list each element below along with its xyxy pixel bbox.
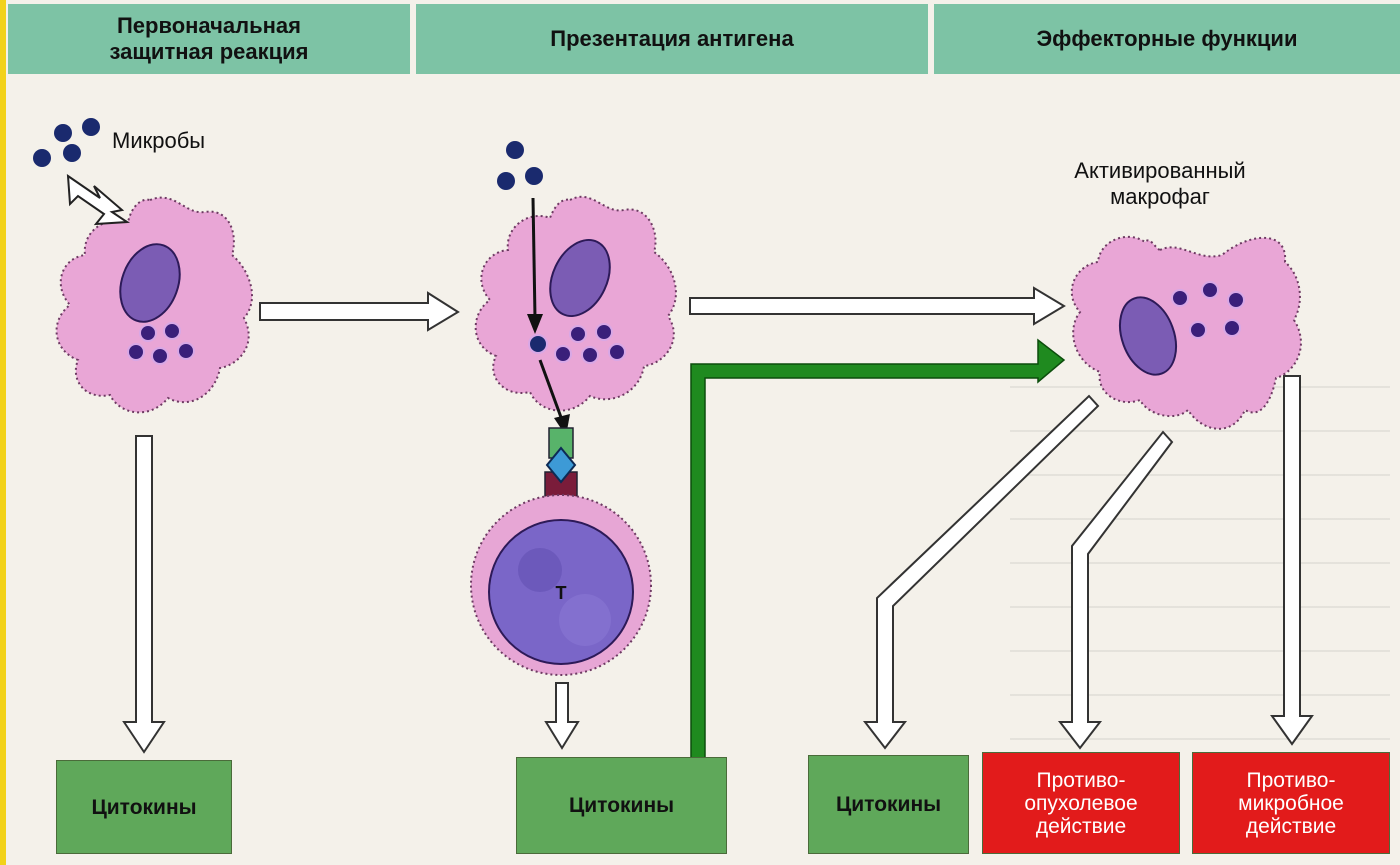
antimicrobial-box: Противо- микробное действие [1192,752,1390,854]
activated-label-line2: макрофаг [1040,184,1280,210]
antimicrobial-line2: микробное [1238,792,1344,815]
antimicrobial-line3: действие [1238,815,1344,838]
t-cell-label: T [556,583,567,603]
microbes-label: Микробы [112,128,205,154]
macrophage-initial [57,198,252,413]
cytokines-2-text: Цитокины [569,794,674,817]
t-lymphocyte: T [471,495,651,675]
cytokines-box-2: Цитокины [516,757,727,854]
activated-label-line1: Активированный [1040,158,1280,184]
antitumor-line2: опухолевое [1024,792,1137,815]
engulfed-microbe [529,335,547,353]
microbes-2 [497,141,543,190]
arrow-to-antitumor [1060,432,1172,748]
antitumor-box: Противо- опухолевое действие [982,752,1180,854]
antimicrobial-line1: Противо- [1238,769,1344,792]
macrophage-antigen-presenting [476,197,676,411]
arrow-2-to-activated [690,288,1064,324]
entry-arrow-1 [68,176,127,224]
cytokines-1-text: Цитокины [91,796,196,819]
antitumor-line1: Противо- [1024,769,1137,792]
antitumor-line3: действие [1024,815,1137,838]
cytokines-box-3: Цитокины [808,755,969,854]
arrow-1-to-2 [260,293,458,330]
arrow-to-antimicrobial [1272,376,1312,744]
activated-macrophage-label: Активированный макрофаг [1040,158,1280,210]
arrow-to-cytokines-2 [546,683,578,748]
cytokines-3-text: Цитокины [836,793,941,816]
uptake-arrow-line [533,198,535,318]
arrow-to-cytokines-3 [865,396,1098,748]
microbes-1 [33,118,100,167]
activated-macrophage [1072,237,1301,429]
arrow-to-cytokines-1 [124,436,164,752]
cytokines-box-1: Цитокины [56,760,232,854]
